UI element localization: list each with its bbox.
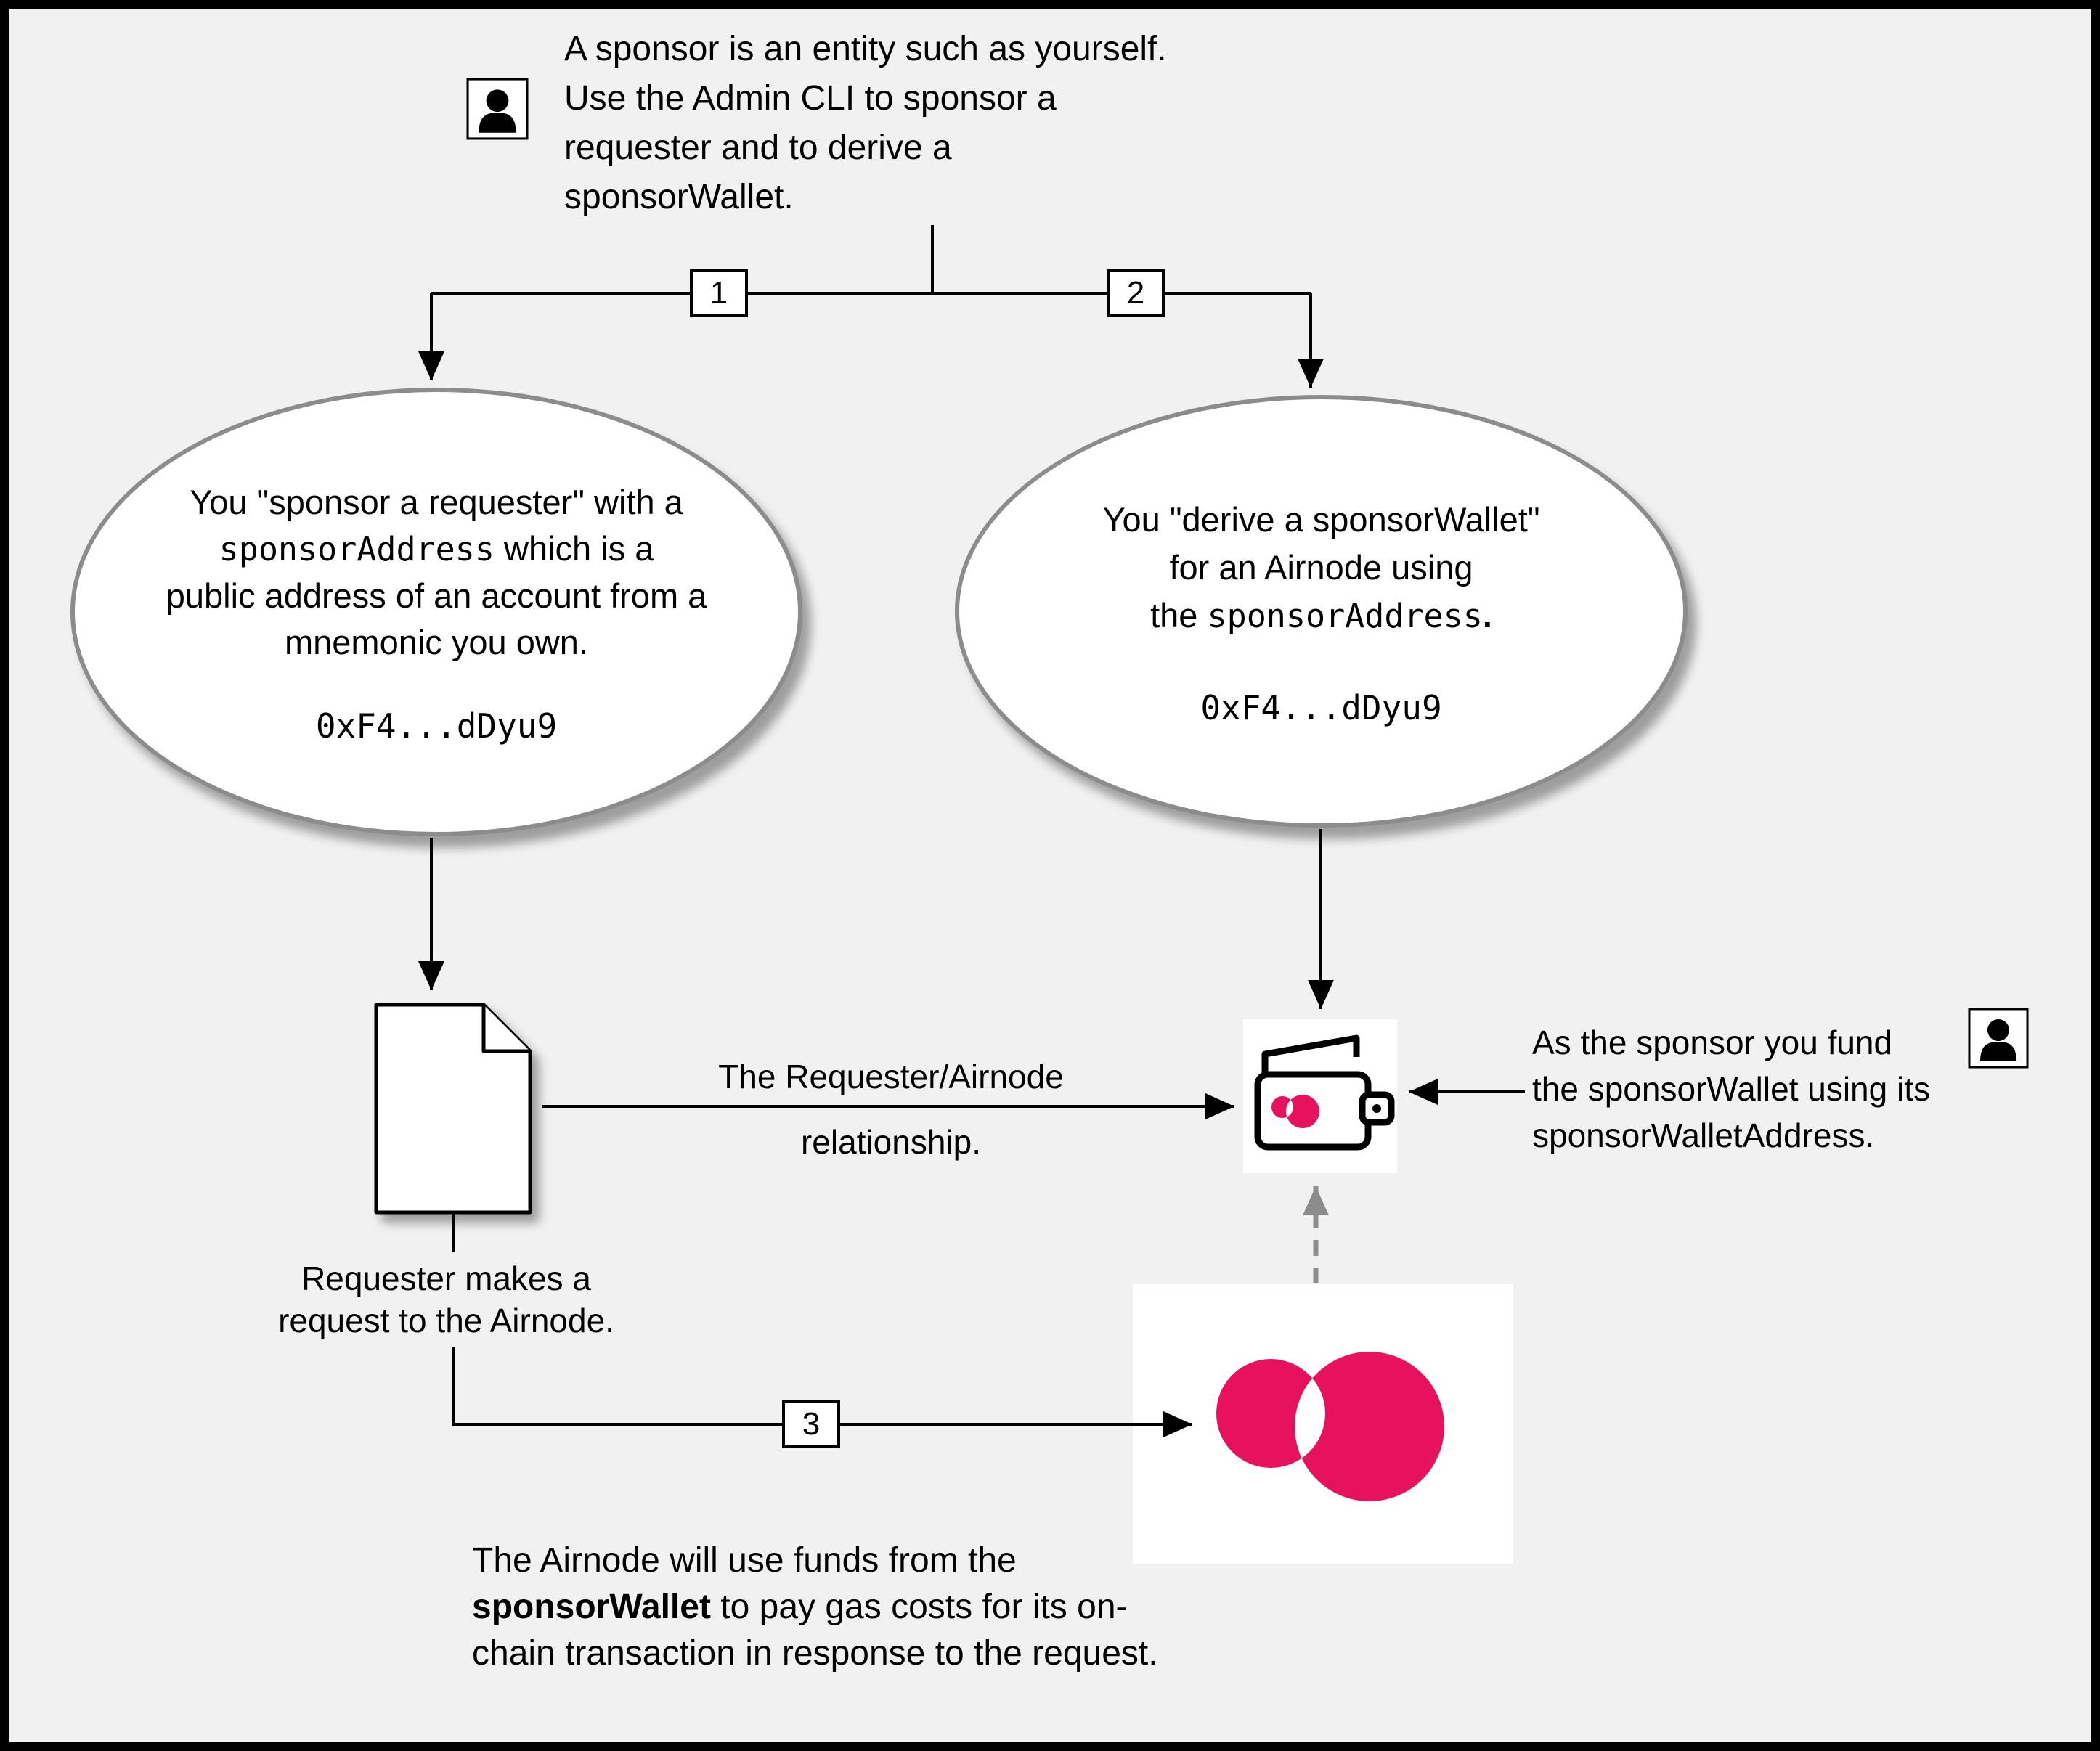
right-ellipse-line1: You "derive a sponsorWallet"	[1102, 499, 1540, 539]
airnode-logo-icon	[1216, 1352, 1444, 1501]
bottom-note-line3: chain transaction in response to the req…	[472, 1634, 1158, 1673]
fund-note-line2: the sponsorWallet using its	[1532, 1070, 1931, 1108]
relationship-label-line2: relationship.	[800, 1123, 982, 1161]
step-2-label: 2	[1107, 269, 1165, 317]
requester-note: Requester makes a request to the Airnode…	[256, 1252, 637, 1347]
connector-lines	[418, 225, 1525, 1437]
airnode-logo-box	[1133, 1284, 1513, 1564]
bottom-note-bold: sponsorWallet	[472, 1588, 711, 1626]
fund-note: As the sponsor you fund the sponsorWalle…	[1532, 1019, 1968, 1159]
left-ellipse-line1: You "sponsor a requester" with a	[190, 482, 683, 521]
requester-note-line1: Requester makes a	[301, 1260, 591, 1297]
right-ellipse-line2: for an Airnode using	[1169, 547, 1473, 587]
step-3-label: 3	[782, 1400, 840, 1448]
right-ellipse-line3-pre: the	[1150, 595, 1208, 634]
top-note-line1: A sponsor is an entity such as yourself.	[564, 30, 1167, 68]
left-ellipse-line3: public address of an account from a	[166, 576, 707, 615]
sponsor-wallet-icon	[1243, 1019, 1397, 1173]
bottom-note-line2: sponsorWallet to pay gas costs for its o…	[472, 1584, 1380, 1630]
top-note-line2: Use the Admin CLI to sponsor a	[564, 79, 1057, 118]
right-ellipse-text: You "derive a sponsorWallet" for an Airn…	[1102, 496, 1539, 640]
sponsor-address-code: sponsorAddress	[219, 529, 495, 568]
top-note: A sponsor is an entity such as yourself.…	[564, 25, 1363, 222]
top-note-line3: requester and to derive a	[564, 128, 952, 167]
sponsor-requester-ellipse: You "sponsor a requester" with a sponsor…	[70, 388, 802, 836]
sponsor-address-code: sponsorAddress	[1207, 596, 1483, 635]
left-ellipse-line2-rest: which is a	[494, 528, 654, 568]
top-note-line4: sponsorWallet.	[564, 178, 794, 216]
right-ellipse-line3: the sponsorAddress.	[1102, 592, 1539, 640]
requester-note-line2: request to the Airnode.	[278, 1302, 614, 1339]
step-1-label: 1	[690, 269, 748, 317]
right-ellipse-line3-post: .	[1482, 595, 1492, 634]
bottom-note: The Airnode will use funds from the spon…	[472, 1538, 1380, 1677]
relationship-label-line1: The Requester/Airnode	[718, 1058, 1064, 1095]
sponsor-person-icon	[466, 78, 529, 140]
derive-sponsorwallet-ellipse: You "derive a sponsorWallet" for an Airn…	[955, 395, 1688, 828]
relationship-label: The Requester/Airnode relationship.	[662, 1054, 1120, 1164]
bottom-note-line2-rest: to pay gas costs for its on-	[710, 1588, 1128, 1626]
left-ellipse-line4: mnemonic you own.	[285, 622, 588, 661]
bottom-note-line1: The Airnode will use funds from the	[472, 1541, 1017, 1580]
sponsor-address-value: 0xF4...dDyu9	[315, 706, 558, 746]
left-ellipse-text: You "sponsor a requester" with a sponsor…	[166, 479, 707, 666]
fund-note-line1: As the sponsor you fund	[1532, 1024, 1893, 1061]
requester-document-icon	[370, 1000, 537, 1218]
sponsorwallet-address-value: 0xF4...dDyu9	[1200, 687, 1442, 727]
fund-note-line3: sponsorWalletAddress.	[1532, 1117, 1875, 1154]
left-ellipse-line2: sponsorAddress which is a	[166, 526, 707, 573]
fund-person-icon	[1968, 1008, 2029, 1069]
